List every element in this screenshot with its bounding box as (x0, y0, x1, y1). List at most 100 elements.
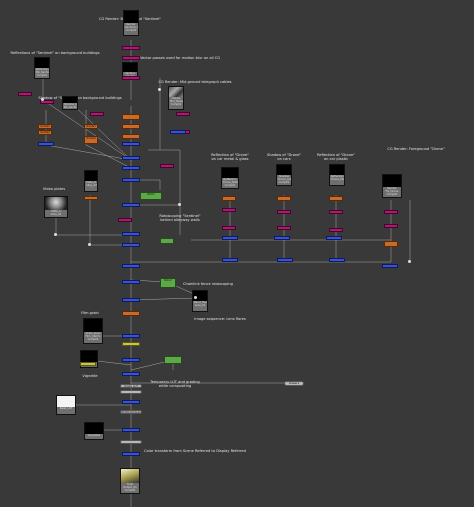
grade-node[interactable] (122, 134, 140, 139)
merge-node[interactable] (122, 334, 140, 338)
merge-node[interactable] (122, 372, 140, 376)
read-node-shadow-bldg[interactable]: Shadow_bldg BG_Sentinel (62, 96, 78, 110)
merge-node[interactable] (122, 298, 140, 302)
merge-node[interactable] (38, 142, 54, 146)
vector-node[interactable] (90, 112, 104, 116)
vector-node[interactable] (384, 210, 398, 214)
grade-node[interactable] (122, 311, 140, 316)
merge-node[interactable] (277, 258, 293, 262)
node-label: Read_LUT (59, 407, 73, 410)
vector-node[interactable] (40, 100, 54, 104)
lut-node[interactable]: Grade_LUT (120, 384, 142, 388)
viewer-node[interactable]: Viewer1 (284, 381, 304, 386)
vector-node[interactable] (118, 218, 132, 222)
node-label: Read_Flares Lens_01 (194, 301, 207, 307)
read-node-reflections-bldg[interactable]: Reflections_bldg BG_Sentinel Comp01 (34, 57, 50, 79)
grade-node[interactable] (84, 196, 98, 200)
vector-node[interactable] (384, 224, 398, 228)
node-label: Final Output_01 Comp01 (123, 483, 137, 492)
merge-node[interactable] (122, 142, 140, 146)
read-node-flares[interactable]: Read_Flares Lens_01 (192, 290, 208, 312)
wire-dot[interactable] (54, 233, 57, 236)
grain-node[interactable] (122, 342, 140, 346)
wire-dot[interactable] (178, 203, 181, 206)
roto-node[interactable] (160, 238, 174, 244)
merge-node[interactable] (170, 130, 186, 134)
thumbnail (45, 197, 67, 210)
roto-node-sentinel[interactable]: Roto1 (140, 192, 162, 200)
read-node-background[interactable]: Render Sentinel_bg Comp01 (123, 10, 139, 36)
grade-node[interactable]: Grade1 (38, 124, 52, 129)
merge-node[interactable] (122, 232, 140, 236)
read-node-fg-drone[interactable]: Render FG_Drone Comp01 (382, 174, 402, 198)
vector-node[interactable] (18, 92, 32, 96)
vector-node[interactable] (222, 208, 236, 212)
merge-node[interactable] (122, 358, 140, 362)
vector-node[interactable] (329, 210, 343, 214)
read-node-reflection-metal[interactable]: Reflection Drone_Metal Comp01 (221, 167, 239, 189)
wire-dot[interactable] (41, 98, 44, 101)
roto-node[interactable] (164, 356, 182, 364)
wire-dot[interactable] (408, 260, 411, 263)
merge-node[interactable] (274, 236, 290, 240)
grade-node[interactable] (329, 196, 343, 201)
merge-node[interactable] (222, 236, 238, 240)
vector-node[interactable] (222, 226, 236, 230)
vector-node[interactable] (160, 164, 174, 168)
vector-node[interactable] (277, 210, 291, 214)
grade-node[interactable] (222, 196, 236, 201)
thumbnail (63, 97, 77, 103)
merge-node[interactable] (382, 264, 398, 268)
ocio-node[interactable]: OCIOColorSpace (120, 410, 142, 414)
node-label: Plate_B Alley_02 (86, 181, 97, 187)
merge-node[interactable] (122, 280, 140, 284)
merge-node[interactable] (329, 258, 345, 262)
read-node-film-grain[interactable]: Grain_Scan Film_16mm Comp01 (83, 318, 103, 344)
read-node-shadow-drone[interactable]: Shadow Drone_Cars Comp01 (276, 164, 292, 186)
wire-dot[interactable] (88, 243, 91, 246)
vector-node[interactable] (277, 226, 291, 230)
merge-node[interactable] (122, 428, 140, 432)
grade-node[interactable]: Grade3 (84, 124, 98, 129)
read-node-reflection-plastic[interactable]: Reflection Drone_Plastic (329, 164, 345, 186)
read-node-lut[interactable]: Read_LUT (56, 395, 76, 415)
vector-node[interactable] (176, 112, 190, 116)
node-label: Shadow Drone_Cars Comp01 (278, 175, 292, 184)
read-node-video-b[interactable]: Plate_B Alley_02 (84, 170, 98, 192)
merge-node[interactable] (122, 166, 140, 170)
grade-node[interactable] (122, 114, 140, 120)
merge-node[interactable] (122, 178, 140, 182)
read-node-cables[interactable]: Cables Mid_Telegraph Comp01 (168, 86, 184, 110)
merge-node[interactable] (122, 243, 140, 247)
merge-node[interactable] (122, 156, 140, 160)
merge-node[interactable] (122, 264, 140, 268)
merge-node[interactable] (122, 452, 140, 456)
ocio-node[interactable] (120, 440, 142, 444)
wire-dot[interactable] (194, 296, 197, 299)
wire-dot[interactable] (158, 88, 161, 91)
grade-node[interactable]: Grade2 (38, 130, 52, 135)
vector-node[interactable] (122, 76, 140, 80)
merge-node[interactable] (222, 258, 238, 262)
grade-node[interactable] (277, 196, 291, 201)
read-node-final-output[interactable]: Final Output_01 Comp01 (120, 468, 140, 494)
merge-node[interactable] (122, 400, 140, 404)
node-label: Render FG_Drone Comp01 (385, 187, 399, 196)
vector-node[interactable] (122, 56, 140, 60)
colortransform-node[interactable] (120, 390, 142, 394)
node-label: Reflection Drone_Plastic (331, 175, 345, 181)
vector-node[interactable] (122, 46, 140, 50)
vector-node[interactable] (329, 228, 343, 232)
grade-node[interactable] (122, 124, 140, 129)
thumbnail (81, 351, 97, 362)
roto-node-chainlink[interactable]: Roto2 (160, 278, 176, 288)
merge-node[interactable] (122, 203, 140, 207)
read-node-vignette2[interactable]: Vignette2 (84, 422, 104, 440)
grain-node[interactable] (80, 362, 96, 366)
grade-node[interactable] (384, 241, 398, 247)
merge-node[interactable] (326, 236, 342, 240)
node-label: Reflections_bldg BG_Sentinel Comp01 (36, 68, 50, 77)
read-node-video-a[interactable]: Plate_A Alley_01 (44, 196, 68, 218)
grade-node[interactable]: Grade4 (84, 136, 98, 144)
